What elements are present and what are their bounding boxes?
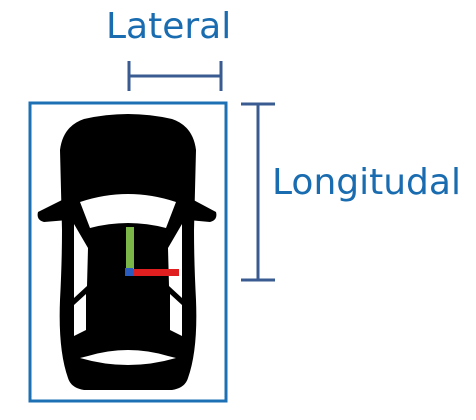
rear-window: [80, 350, 176, 365]
longitudinal-dimension-bracket: [241, 102, 275, 282]
right-front-window: [168, 224, 182, 298]
lateral-axis: [130, 269, 179, 276]
vertical-axis-origin: [125, 268, 133, 276]
left-front-window: [74, 224, 88, 298]
forward-axis: [126, 227, 134, 272]
vehicle-coordinate-axes: [125, 227, 179, 276]
left-rear-window: [74, 294, 86, 336]
car-top-view-icon: [37, 114, 217, 390]
lateral-dimension-bracket: [127, 61, 223, 91]
longitudinal-label: Longitudal: [272, 162, 461, 203]
lateral-label: Lateral: [106, 6, 232, 47]
right-rear-window: [170, 294, 182, 336]
windshield: [80, 194, 176, 228]
